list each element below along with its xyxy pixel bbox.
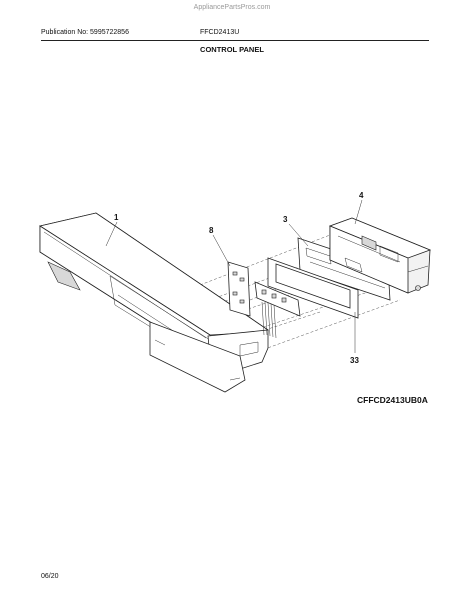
section-title: CONTROL PANEL	[200, 45, 264, 54]
leader-lines	[105, 199, 363, 353]
callout-4-label: 4	[359, 191, 364, 200]
callout-3-label: 3	[283, 215, 288, 224]
header-divider	[41, 40, 429, 41]
gasket-part	[267, 257, 359, 319]
bracket-part	[227, 261, 301, 339]
callout-33-label: 33	[350, 356, 359, 365]
housing-part	[328, 217, 432, 294]
callout-1-label: 1	[114, 213, 119, 222]
callout-8-label: 8	[209, 226, 214, 235]
publication-number: Publication No: 5995722856	[41, 29, 129, 36]
diagram-code: CFFCD2413UB0A	[357, 395, 428, 405]
model-number: FFCD2413U	[200, 29, 240, 36]
control-panel-part	[38, 212, 269, 393]
footer-date: 06/20	[41, 573, 59, 580]
watermark-text: AppliancePartsPros.com	[193, 4, 271, 11]
